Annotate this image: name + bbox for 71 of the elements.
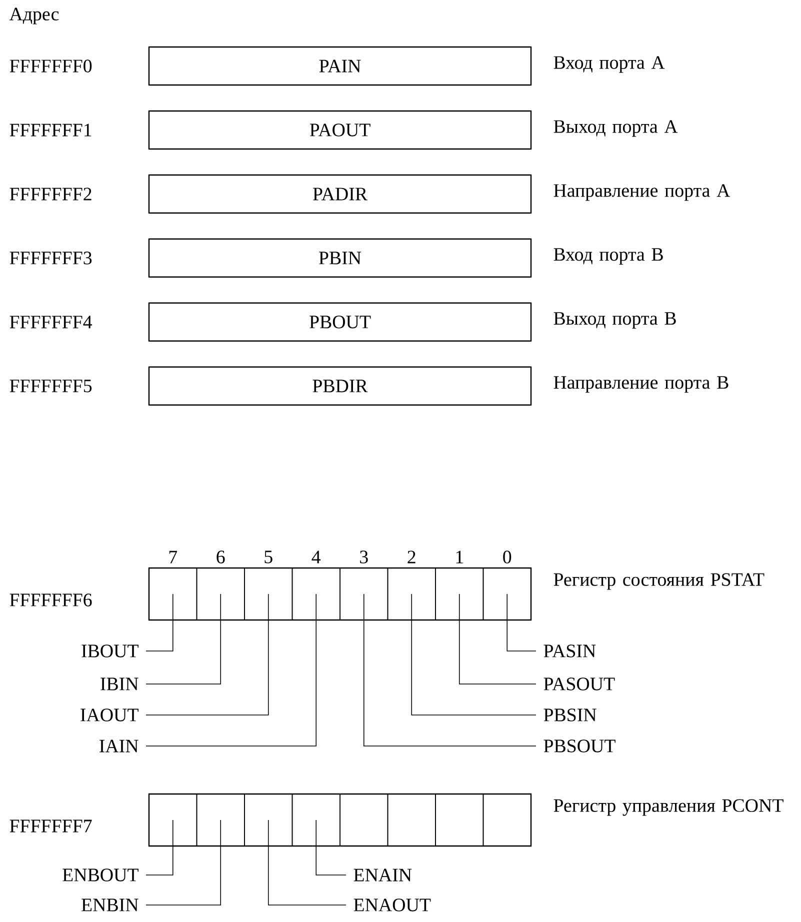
- bit-cell: [340, 568, 388, 620]
- bit-cell: [435, 568, 484, 620]
- register-box: PBDIR: [148, 366, 532, 406]
- bit-cell: [148, 568, 198, 620]
- leader-line: [268, 820, 346, 906]
- leader-line: [316, 820, 346, 876]
- bit-name: ENBOUT: [62, 868, 138, 882]
- leader-line: [363, 594, 536, 746]
- register-description: Регистр состояния PSTAT: [554, 573, 764, 590]
- bit-cell: [196, 794, 245, 846]
- address-label: FFFFFFF4: [10, 316, 92, 328]
- bit-cell: [196, 568, 245, 620]
- bit-cell: [292, 568, 340, 620]
- leader-line: [146, 594, 174, 652]
- bit-number: 2: [408, 550, 416, 564]
- bit-number: 5: [264, 550, 272, 564]
- bit-name: ENAOUT: [354, 898, 431, 912]
- register-box: PAOUT: [148, 110, 532, 150]
- address-label: FFFFFFF1: [10, 124, 92, 136]
- bit-number: 6: [216, 550, 225, 564]
- bit-number: 1: [456, 550, 463, 564]
- register-description: Направление порта B: [554, 376, 728, 393]
- address-label: FFFFFFF2: [10, 188, 92, 200]
- bit-number: 7: [169, 550, 178, 564]
- leader-line: [146, 594, 222, 684]
- bit-cell: [387, 794, 436, 846]
- bit-name: PBSIN: [544, 708, 596, 722]
- address-label: FFFFFFF6: [10, 594, 92, 606]
- address-label: FFFFFFF7: [10, 820, 92, 832]
- bit-cell: [244, 794, 293, 846]
- bit-name: IBOUT: [82, 644, 138, 658]
- register-description: Вход порта B: [554, 248, 663, 265]
- bit-name: IAOUT: [80, 708, 138, 722]
- leader-line: [411, 594, 536, 716]
- bit-cell: [482, 794, 532, 846]
- bit-name: PBSOUT: [544, 740, 616, 752]
- register-description: Регистр управления PCONT: [554, 799, 784, 816]
- bit-number: 0: [503, 550, 512, 564]
- bit-cell: [292, 794, 340, 846]
- bit-name: ENBIN: [82, 898, 138, 912]
- column-header: Адрес: [9, 8, 59, 24]
- register-description: Вход порта A: [554, 56, 665, 73]
- bit-number: 4: [312, 550, 321, 564]
- address-label: FFFFFFF3: [10, 252, 92, 264]
- register-box: PBIN: [148, 238, 532, 278]
- bit-cell: [435, 794, 484, 846]
- register-description: Выход порта A: [554, 120, 678, 137]
- bit-name: ENAIN: [354, 868, 412, 882]
- address-label: FFFFFFF5: [10, 380, 92, 392]
- register-description: Направление порта A: [554, 184, 730, 201]
- register-description: Выход порта B: [554, 312, 676, 329]
- bit-cell: [340, 794, 388, 846]
- leader-line: [146, 594, 269, 716]
- leader-line: [146, 594, 317, 746]
- address-label: FFFFFFF0: [10, 60, 92, 72]
- bit-name: IBIN: [100, 678, 138, 690]
- bit-name: PASOUT: [544, 678, 615, 690]
- bit-cell: [148, 794, 198, 846]
- leader-line: [458, 594, 536, 684]
- leader-line: [506, 594, 536, 652]
- bit-cell: [244, 568, 293, 620]
- bit-cell: [482, 568, 532, 620]
- bit-name: PASIN: [544, 644, 596, 658]
- bit-cell: [387, 568, 436, 620]
- bit-number: 3: [360, 550, 368, 564]
- register-box: PBOUT: [148, 302, 532, 342]
- leader-line: [146, 820, 222, 906]
- bit-name: IAIN: [100, 740, 138, 752]
- leader-line: [146, 820, 174, 876]
- register-box: PAIN: [148, 46, 532, 86]
- register-box: PADIR: [148, 174, 532, 214]
